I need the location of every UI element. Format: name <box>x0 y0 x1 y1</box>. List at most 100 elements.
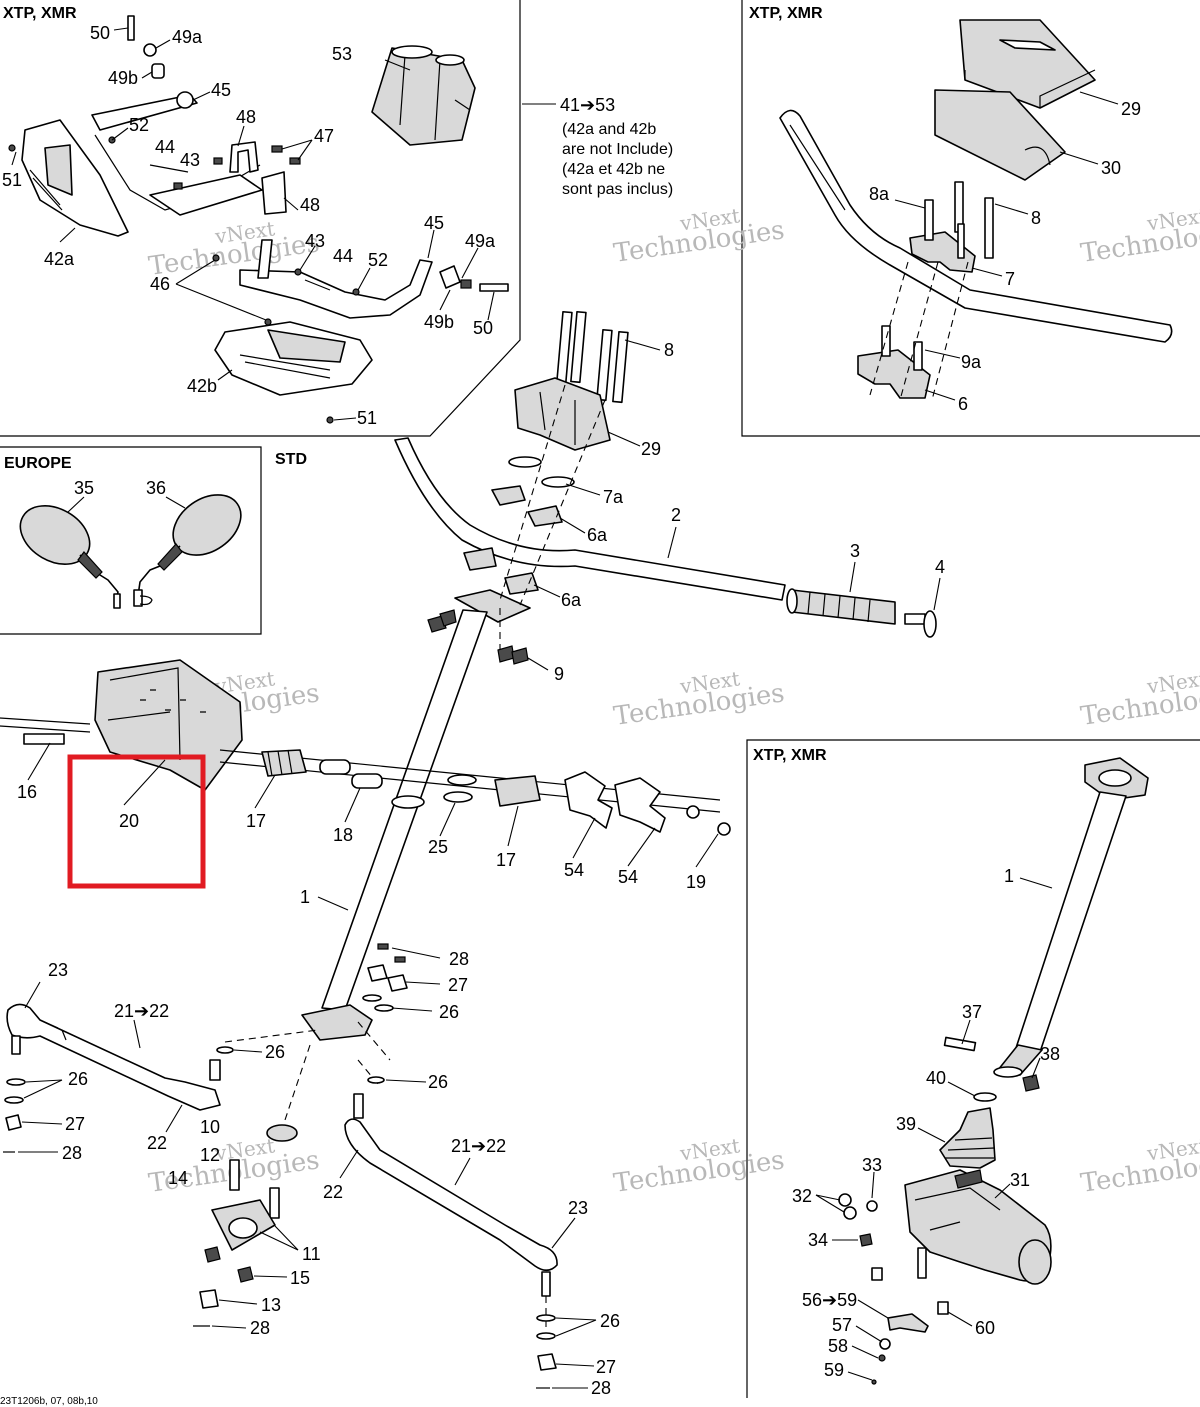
panel-frame-europe <box>0 446 262 635</box>
callout-b40: 40 <box>926 1068 946 1088</box>
kit-note-line1: (42a and 42b <box>562 121 656 138</box>
callout-r8a: 8a <box>869 184 890 204</box>
panel-frame-top-left <box>0 0 521 437</box>
callout-c42a: 42a <box>44 249 75 269</box>
callout-c52b: 52 <box>368 250 388 270</box>
handlebar-std-part <box>394 437 786 601</box>
panel-title-top-right: XTP, XMR <box>749 5 823 22</box>
callout-s28b: 28 <box>62 1143 82 1163</box>
leaders-europe <box>67 496 186 513</box>
callout-b57: 57 <box>832 1315 852 1335</box>
tie-rod-right-part <box>344 1118 558 1272</box>
tie-rod-left-part <box>6 1003 221 1111</box>
callout-r8: 8 <box>1031 208 1041 228</box>
callouts-top-right: 29 30 8a 8 7 9a 6 <box>869 99 1141 414</box>
handguard-kit-drawing <box>8 15 509 424</box>
callout-c53: 53 <box>332 44 352 64</box>
callout-s54a: 54 <box>564 860 584 880</box>
callout-s27c: 27 <box>596 1357 616 1377</box>
callout-c48b: 48 <box>300 195 320 215</box>
callout-s11: 11 <box>302 1244 321 1264</box>
callout-s19: 19 <box>686 872 706 892</box>
panel-title-std: STD <box>275 451 307 468</box>
callout-s6a1: 6a <box>587 525 608 545</box>
callout-s23b: 23 <box>568 1198 588 1218</box>
callout-s2: 2 <box>671 505 681 525</box>
callout-r9a: 9a <box>961 352 982 372</box>
callout-r7: 7 <box>1005 269 1015 289</box>
mirror-left-part <box>19 505 91 565</box>
callout-s29: 29 <box>641 439 661 459</box>
kit-note: 41➔53 (42a and 42b are not Include) (42a… <box>560 95 673 198</box>
callout-s26b: 26 <box>265 1042 285 1062</box>
callout-s3: 3 <box>850 541 860 561</box>
callouts-bottom-right: 1 37 38 40 39 33 31 32 34 56➔59 57 60 58… <box>792 866 1060 1380</box>
bearing-part <box>266 1124 298 1142</box>
panel-title-europe: EUROPE <box>4 455 72 472</box>
arm-57-part <box>887 1313 929 1333</box>
callout-s2122b: 21➔22 <box>451 1136 506 1156</box>
callout-s16: 16 <box>17 782 37 802</box>
callout-s22a: 22 <box>147 1133 167 1153</box>
callout-c52a: 52 <box>129 115 149 135</box>
handguard-arm-top-part <box>91 94 198 131</box>
clamp-top-7-part <box>909 231 976 273</box>
callout-c49b2: 49b <box>424 312 454 332</box>
callout-s12: 12 <box>200 1145 220 1165</box>
pad-30-part <box>934 89 1066 181</box>
leaders-top-left <box>11 27 556 421</box>
callout-s28a: 28 <box>449 949 469 969</box>
callout-s4: 4 <box>935 557 945 577</box>
callout-c49a2: 49a <box>465 231 496 251</box>
steering-std-drawing <box>0 310 937 1389</box>
callout-s26d: 26 <box>428 1072 448 1092</box>
callout-s7a: 7a <box>603 487 624 507</box>
callout-b32: 32 <box>792 1186 812 1206</box>
callout-c42b: 42b <box>187 376 217 396</box>
steering-xtp-drawing <box>838 757 1149 1385</box>
callout-c47: 47 <box>314 126 334 146</box>
handlebar-xtp-drawing <box>779 19 1173 401</box>
callout-c44a: 44 <box>155 137 175 157</box>
callout-s26c: 26 <box>68 1069 88 1089</box>
leaders-bottom-right <box>815 877 1053 1381</box>
callout-c45a: 45 <box>211 80 231 100</box>
callout-c43a: 43 <box>180 150 200 170</box>
panel-title-top-left: XTP, XMR <box>3 5 77 22</box>
callout-b39: 39 <box>896 1114 916 1134</box>
callout-c43b: 43 <box>305 231 325 251</box>
callout-r6: 6 <box>958 394 968 414</box>
document-id: 23T1206b, 07, 08b,10 <box>0 1396 98 1407</box>
steering-column-xtp-part <box>1015 791 1127 1053</box>
callout-s8: 8 <box>664 340 674 360</box>
handlebar-xtp-part <box>779 109 1173 343</box>
callout-c49b1: 49b <box>108 68 138 88</box>
callout-b1: 1 <box>1004 866 1014 886</box>
callout-s23a: 23 <box>48 960 68 980</box>
callout-s27a: 27 <box>448 975 468 995</box>
callout-s18: 18 <box>333 825 353 845</box>
callout-c51a: 51 <box>2 170 22 190</box>
callout-s17b: 17 <box>496 850 516 870</box>
clamp-bottom-6-part <box>857 349 931 399</box>
callout-s20: 20 <box>119 811 139 831</box>
callout-e35: 35 <box>74 478 94 498</box>
callout-s26a: 26 <box>439 1002 459 1022</box>
callouts-europe: 35 36 <box>74 478 166 498</box>
callout-s28c: 28 <box>250 1318 270 1338</box>
callout-b38: 38 <box>1040 1044 1060 1064</box>
callout-b58: 58 <box>828 1336 848 1356</box>
callout-s27b: 27 <box>65 1114 85 1134</box>
panel-frame-top-right <box>741 0 1200 437</box>
callout-s28d: 28 <box>591 1378 611 1398</box>
callout-b5659: 56➔59 <box>802 1290 857 1310</box>
callout-b31: 31 <box>1010 1170 1030 1190</box>
leaders-top-right <box>894 91 1119 401</box>
callout-s25: 25 <box>428 837 448 857</box>
callout-s1: 1 <box>300 887 310 907</box>
leaders-std <box>18 339 941 1389</box>
callout-b60: 60 <box>975 1318 995 1338</box>
boot-part <box>939 1107 996 1169</box>
highlight-box-item-20 <box>67 754 206 889</box>
callout-s9: 9 <box>554 664 564 684</box>
